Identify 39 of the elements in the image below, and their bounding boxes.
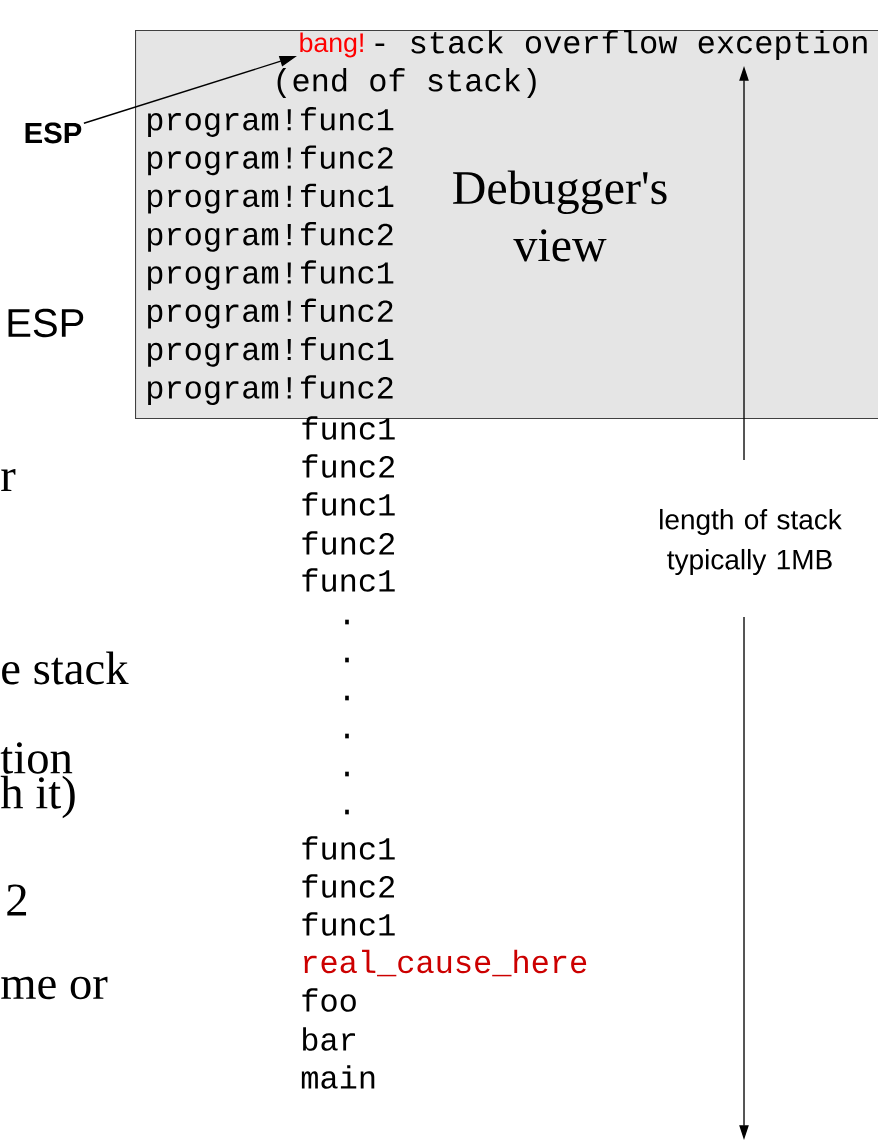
stack-frame-text: program!func1: [148, 260, 394, 291]
stack-frame-text: bar: [303, 1027, 355, 1051]
ellipsis-dot: .: [345, 695, 349, 701]
ellipsis-dot: .: [345, 771, 349, 777]
stack-frame-text: func2: [302, 874, 394, 898]
ellipsis-dot: .: [345, 657, 349, 663]
register-label: ESP: [25, 122, 82, 144]
body-text: me or: [1, 976, 108, 1000]
panel-title: Debugger's view: [453, 170, 667, 262]
stack-frame-text: func1: [302, 492, 395, 516]
stack-frame-text: program!func2: [148, 298, 393, 329]
dimension-label: length of stack typically 1MB: [660, 508, 842, 576]
stack-frame-text: main: [301, 1065, 375, 1089]
stack-frame-text: foo: [302, 988, 356, 1012]
body-text: r: [1, 469, 16, 491]
stack-frame-text: func2: [302, 531, 394, 555]
stack-frame-text: program!func1: [148, 183, 394, 214]
stack-frame-text: func1: [302, 912, 395, 936]
body-text: 2: [7, 884, 27, 916]
stack-frame-text: func2: [302, 454, 394, 478]
register-label: ESP: [8, 308, 84, 338]
exception-label: bang!: [300, 32, 363, 58]
body-text: h it): [0, 775, 75, 819]
stack-frame-text: program!func1: [148, 336, 394, 367]
stack-frame-text: program!func2: [148, 375, 393, 406]
stack-frame-text: (end of stack): [277, 68, 536, 98]
stack-frame-text: real_cause_here: [304, 949, 587, 977]
stack-frame-text: program!func1: [148, 107, 394, 137]
stack-frame-text: func1: [302, 836, 395, 860]
ellipsis-dot: .: [345, 619, 349, 625]
stack-frame-text: program!func2: [148, 222, 393, 252]
stack-frame-text: func1: [302, 568, 395, 592]
stack-frame-text: func1: [302, 416, 395, 440]
message-text: - stack overflow exception: [375, 30, 867, 60]
stack-frame-text: program!func2: [148, 145, 393, 176]
body-text: e stack: [2, 651, 129, 685]
ellipsis-dot: .: [345, 809, 349, 815]
ellipsis-dot: .: [345, 733, 349, 739]
body-text: tion: [0, 742, 73, 774]
